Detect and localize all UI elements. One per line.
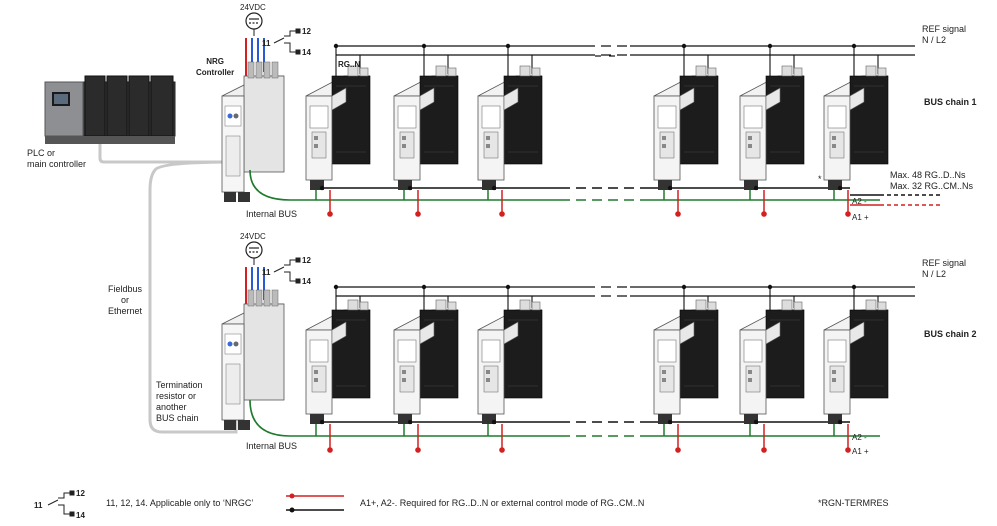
legend-terminal-14: 14	[76, 511, 85, 520]
chain1-rg-module	[305, 65, 371, 191]
legend-relay-symbol	[47, 490, 75, 517]
chain2-a1-marker	[499, 447, 505, 453]
chain1-ref-node	[333, 43, 339, 49]
chain1-max-text: Max. 48 RG..D..Ns Max. 32 RG..CM..Ns	[890, 170, 974, 191]
rg-label: RG..N	[338, 60, 361, 69]
chain1-rg-module	[823, 65, 889, 191]
chain1-ref-node	[681, 43, 687, 49]
chain2-a2-node	[837, 419, 843, 425]
chain2-title: BUS chain 2	[924, 329, 977, 339]
chain1-a2-node	[491, 185, 497, 191]
chain1-a2-node	[407, 185, 413, 191]
chain1-a1-marker	[327, 211, 333, 217]
chain2-ref-node	[421, 284, 427, 290]
chain2-ref-node	[851, 284, 857, 290]
chain2-a2-node	[407, 419, 413, 425]
chain2-a2-node	[753, 419, 759, 425]
chain2-ref-node	[333, 284, 339, 290]
chain1-rg-module	[477, 65, 543, 191]
chain1-bus-lines	[249, 169, 940, 206]
chain2-internal-bus: Internal BUS	[246, 441, 298, 451]
chain1-a1-marker	[845, 211, 851, 217]
chain2-rg-module	[739, 299, 805, 425]
chain2-a1: A1 +	[852, 447, 869, 456]
chain2-a2-node	[319, 419, 325, 425]
fieldbus-label: Fieldbus or Ethernet	[108, 284, 143, 316]
chain1-rg-module	[739, 65, 805, 191]
relay-terminal-14-1: 14	[302, 48, 311, 57]
chain1-a2: A2 -	[852, 197, 867, 206]
chain2-bus-lines	[249, 399, 880, 437]
chain1-a1-marker	[499, 211, 505, 217]
chain2-rg-module	[823, 299, 889, 425]
legend-termres: *RGN-TERMRES	[818, 498, 889, 508]
power-symbol-2	[245, 241, 263, 265]
relay-terminal-12-2: 12	[302, 256, 311, 265]
chain1-ref-node	[421, 43, 427, 49]
chain2-a1-marker	[761, 447, 767, 453]
chain2-ref-lines	[336, 286, 915, 297]
legend-terminal-11: 11	[34, 501, 43, 510]
chain1-rg-module	[393, 65, 459, 191]
chain2-a1-marker	[327, 447, 333, 453]
relay-terminal-14-2: 14	[302, 277, 311, 286]
chain1-rg-module	[653, 65, 719, 191]
chain1-a1-marker	[761, 211, 767, 217]
chain1-internal-bus: Internal BUS	[246, 209, 298, 219]
chain2-rg-module	[653, 299, 719, 425]
nrg-controller-label: NRG Controller	[196, 57, 235, 77]
chain1-a1-marker	[415, 211, 421, 217]
chain2-ref-signal: REF signal N / L2	[922, 258, 967, 279]
chain1-ref-node	[767, 43, 773, 49]
relay-contact-2	[273, 257, 301, 284]
nrg-controller-1	[221, 61, 285, 203]
chain2-a2: A2 -	[852, 433, 867, 442]
relay-contact-1	[273, 28, 301, 55]
plc-label: PLC or main controller	[27, 148, 87, 169]
legend-terminal-12: 12	[76, 489, 85, 498]
power-symbol-1	[245, 12, 263, 36]
chain1-a2-node	[837, 185, 843, 191]
chain1-title: BUS chain 1	[924, 97, 977, 107]
chain1-ref-node	[505, 43, 511, 49]
nrg-controller-2	[221, 289, 285, 431]
chain2-rg-module	[393, 299, 459, 425]
supply-label-2: 24VDC	[240, 232, 266, 241]
chain2-a2-node	[491, 419, 497, 425]
chain2-a1-marker	[845, 447, 851, 453]
chain1-a2-node	[319, 185, 325, 191]
chain2-ref-node	[767, 284, 773, 290]
chain1-a1-marker	[675, 211, 681, 217]
legend-wire-symbols	[286, 493, 344, 513]
legend-wire-text: A1+, A2-. Required for RG..D..N or exter…	[360, 498, 645, 508]
chain1-ref-signal: REF signal N / L2	[922, 24, 967, 45]
plc-rack	[44, 75, 176, 144]
relay-terminal-11-1: 11	[262, 39, 271, 48]
chain1-a2-node	[667, 185, 673, 191]
chain2-a2-node	[667, 419, 673, 425]
termination-label: Termination resistor or another BUS chai…	[156, 380, 203, 423]
chain2-rg-module	[477, 299, 543, 425]
chain1-a1: A1 +	[852, 213, 869, 222]
chain1-modules	[305, 43, 889, 217]
supply-label-1: 24VDC	[240, 3, 266, 12]
chain2-a1-marker	[675, 447, 681, 453]
chain1-a2-node	[753, 185, 759, 191]
relay-terminal-12-1: 12	[302, 27, 311, 36]
termres-star: *	[818, 174, 822, 184]
chain2-modules	[305, 284, 889, 453]
relay-terminal-11-2: 11	[262, 268, 271, 277]
chain2-ref-node	[681, 284, 687, 290]
chain2-a1-marker	[415, 447, 421, 453]
chain2-ref-node	[505, 284, 511, 290]
chain1-ref-lines	[336, 45, 915, 56]
chain1-ref-node	[851, 43, 857, 49]
legend-relay-text: 11, 12, 14. Applicable only to ‘NRGC’	[106, 498, 254, 508]
chain2-rg-module	[305, 299, 371, 425]
